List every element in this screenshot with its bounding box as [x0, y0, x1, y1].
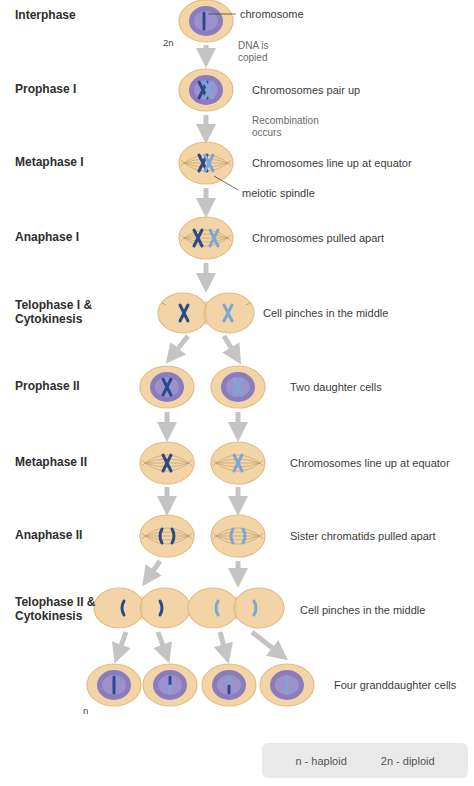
stage-description: Chromosomes line up at equator	[252, 157, 412, 170]
legend-box: n - haploid 2n - diploid	[262, 743, 468, 778]
stage-name: Metaphase I	[15, 156, 84, 170]
stage-description: Cell pinches in the middle	[263, 307, 388, 320]
legend-text: n - haploid	[295, 755, 346, 767]
stage-name: Metaphase II	[15, 456, 87, 470]
step-note: DNA is copied	[238, 40, 298, 63]
stage-name: Anaphase I	[15, 231, 79, 245]
legend-text: 2n - diploid	[381, 755, 435, 767]
stage-name: Prophase II	[15, 380, 80, 394]
stage-description: Chromosomes pulled apart	[252, 232, 384, 245]
stage-name: Telophase I & Cytokinesis	[15, 299, 105, 327]
stage-name: Prophase I	[15, 83, 76, 97]
stage-name: Telophase II & Cytokinesis	[15, 596, 110, 624]
step-note: Recombination occurs	[252, 115, 342, 138]
stage-description: Chromosomes pair up	[252, 84, 360, 97]
leader-label: meiotic spindle	[242, 187, 315, 200]
stage-description: Two daughter cells	[290, 381, 382, 394]
ploidy-mark: n	[83, 706, 88, 717]
stage-name: Anaphase II	[15, 529, 82, 543]
stage-description: Sister chromatids pulled apart	[290, 530, 436, 543]
ploidy-mark: 2n	[163, 38, 174, 49]
stage-name: Interphase	[15, 9, 76, 23]
leader-label: chromosome	[240, 8, 304, 21]
stage-description: Four granddaughter cells	[334, 679, 456, 692]
stage-description: Chromosomes line up at equator	[290, 457, 450, 470]
stage-description: Cell pinches in the middle	[300, 604, 425, 617]
